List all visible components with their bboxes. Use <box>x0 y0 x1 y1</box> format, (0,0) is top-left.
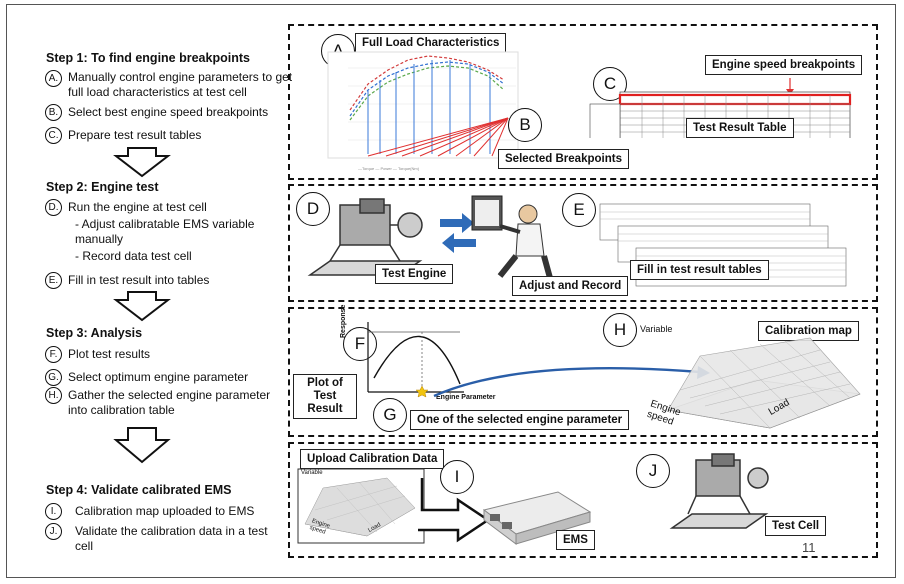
step1-marker-a: A. <box>45 70 62 87</box>
full-load-label: Full Load Characteristics <box>355 33 507 53</box>
figure-frame <box>6 4 896 578</box>
test-cell-graphic <box>669 453 769 529</box>
step2-item-d: Run the engine at test cell <box>68 200 207 214</box>
mini-calibration-map <box>297 468 425 544</box>
ems-label: EMS <box>556 530 595 550</box>
adjust-and-record-label: Adjust and Record <box>512 276 629 296</box>
upload-arrow-icon <box>418 478 491 543</box>
selected-parameter-label: One of the selected engine parameter <box>410 410 630 430</box>
engine-parameter-axis-label: Engine Parameter <box>436 394 496 401</box>
step2-item-e: Fill in test result into tables <box>68 273 210 287</box>
step3-marker-f: F. <box>45 346 62 363</box>
step3-title: Step 3: Analysis <box>46 326 143 340</box>
step2-subitem-record: - Record data test cell <box>75 249 192 263</box>
step2-subitem-adjust: - Adjust calibratable EMS variable manua… <box>75 217 255 246</box>
marker-i: I <box>440 460 474 494</box>
step3-item-h: Gather the selected engine parameter int… <box>68 388 271 417</box>
step2-marker-d: D. <box>45 199 62 216</box>
step1-title: Step 1: To find engine breakpoints <box>46 51 250 65</box>
panel-step4 <box>288 442 878 558</box>
breakpoint-pointer-lines <box>367 117 509 157</box>
fill-in-tables-label: Fill in test result tables <box>630 260 769 280</box>
step3-marker-g: G. <box>45 369 62 386</box>
svg-text:—Torque — Power — Torque(Nm): —Torque — Power — Torque(Nm) <box>358 166 420 171</box>
test-engine-label: Test Engine <box>375 264 454 284</box>
full-load-chart: —Torque — Power — Torque(Nm) <box>327 51 519 171</box>
operator-graphic <box>471 195 553 279</box>
calibration-map-label: Calibration map <box>758 321 859 341</box>
step3-item-g: Select optimum engine parameter <box>68 370 249 384</box>
panel-step2 <box>288 184 878 302</box>
step4-item-j: Validate the calibration data in a test … <box>75 524 268 553</box>
marker-h: H <box>603 313 637 347</box>
mini-variable-label: Variable <box>301 470 323 476</box>
test-cell-label: Test Cell <box>765 516 827 536</box>
variable-axis-label: Variable <box>640 324 673 334</box>
step4-item-i: Calibration map uploaded to EMS <box>75 504 255 518</box>
step1-item-b: Select best engine speed breakpoints <box>68 105 269 119</box>
marker-b: B <box>508 108 542 142</box>
step2-title: Step 2: Engine test <box>46 180 159 194</box>
marker-e: E <box>562 193 596 227</box>
ems-unit-graphic <box>482 491 592 545</box>
page-number: 11 <box>802 540 816 555</box>
upload-calibration-data-label: Upload Calibration Data <box>300 449 445 469</box>
marker-g: G <box>373 398 407 432</box>
step1-item-a: Manually control engine parameters to ge… <box>68 70 293 99</box>
calibration-map-surface <box>667 337 861 429</box>
response-plot <box>367 322 464 398</box>
step4-marker-i: I. <box>45 503 62 520</box>
step3-item-f: Plot test results <box>68 347 151 361</box>
selected-breakpoints-label: Selected Breakpoints <box>498 149 629 169</box>
exchange-arrows-icon <box>440 213 476 253</box>
test-result-table-label: Test Result Table <box>686 118 794 138</box>
marker-j: J <box>636 454 670 488</box>
marker-d: D <box>296 192 330 226</box>
marker-f: F <box>343 327 377 361</box>
panel-step1 <box>288 24 878 180</box>
plot-of-test-result-label: Plot of Test Result <box>293 374 357 419</box>
step1-marker-c: C. <box>45 127 62 144</box>
step1-item-c: Prepare test result tables <box>68 128 202 142</box>
panel-step3 <box>288 307 878 437</box>
engine-speed-breakpoints-label: Engine speed breakpoints <box>705 55 863 75</box>
step4-marker-j: J. <box>45 523 62 540</box>
step1-marker-b: B. <box>45 104 62 121</box>
step4-title: Step 4: Validate calibrated EMS <box>46 483 232 497</box>
step3-marker-h: H. <box>45 387 62 404</box>
step2-marker-e: E. <box>45 272 62 289</box>
response-axis-label: Response <box>340 304 347 338</box>
